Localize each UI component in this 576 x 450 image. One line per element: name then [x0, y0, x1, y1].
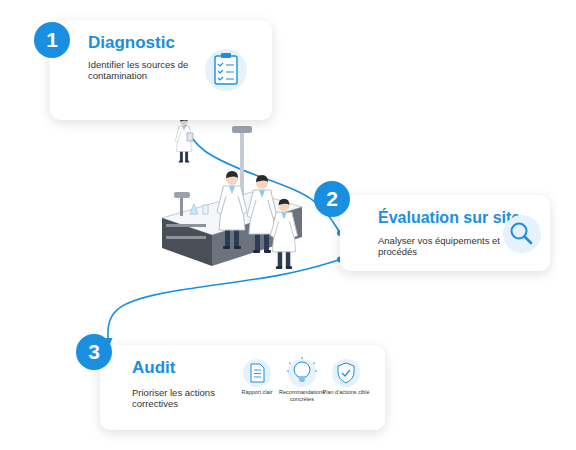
- scientist-figure: [247, 175, 277, 253]
- step-description: Analyser vos équipements et procédés: [378, 235, 500, 258]
- scientist-figure: [175, 117, 192, 162]
- drawer: [166, 236, 206, 239]
- clipboard: [187, 133, 193, 141]
- step-card: 3AuditPrioriser les actions correctivesR…: [100, 345, 385, 430]
- step-number: 1: [34, 22, 70, 58]
- deliverable-label: Recommandations concrètes: [277, 389, 327, 402]
- scientist-figure: [247, 175, 277, 253]
- beaker: [203, 205, 208, 214]
- step-number: 3: [76, 334, 112, 370]
- step-description: Identifier les sources de contamination: [88, 59, 206, 82]
- deliverable-item: Rapport clair: [232, 359, 282, 403]
- equipment: [174, 192, 190, 198]
- flow-connector: [108, 260, 340, 345]
- beaker: [190, 204, 198, 214]
- deliverable-item: Recommandations concrètes: [277, 359, 327, 403]
- lamp: [232, 126, 252, 133]
- scientist-figure: [271, 199, 298, 269]
- bench-front: [162, 218, 212, 266]
- scientist-figure: [217, 171, 247, 249]
- step-card: 1DiagnosticIdentifier les sources de con…: [50, 20, 272, 120]
- deliverable-label: Plan d'actions ciblé: [321, 389, 371, 396]
- scientist-figure: [175, 117, 192, 162]
- step-card: 2Évaluation sur siteAnalyser vos équipem…: [340, 195, 550, 271]
- step-number: 2: [314, 181, 350, 217]
- step-title: Diagnostic: [88, 33, 175, 53]
- scientist-figure: [217, 171, 247, 249]
- scientist-figure: [271, 199, 298, 269]
- step-title: Audit: [132, 358, 175, 378]
- drawer: [166, 224, 206, 227]
- equipment: [180, 196, 183, 216]
- step-title: Évaluation sur site: [378, 208, 520, 227]
- step-description: Prioriser les actions correctives: [132, 387, 232, 410]
- deliverable-label: Rapport clair: [232, 389, 282, 396]
- deliverable-item: Plan d'actions ciblé: [321, 359, 371, 403]
